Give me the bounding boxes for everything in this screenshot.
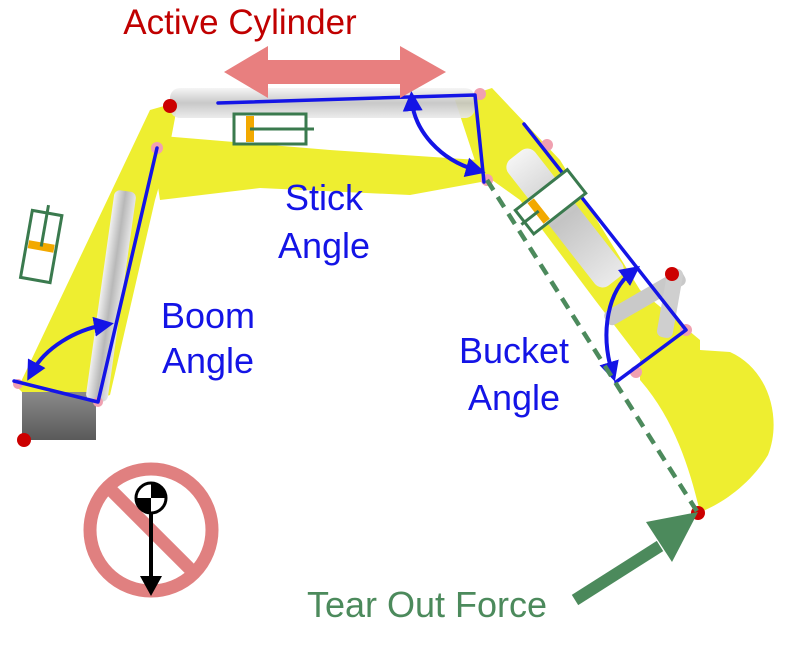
- boom-angle-label-line1: Boom: [161, 295, 255, 336]
- hydraulic-cylinder-icon: [18, 204, 64, 285]
- pivot-pin-icon: [17, 433, 31, 447]
- force-arrow-icon: [571, 512, 698, 606]
- active-cylinder-label: Active Cylinder: [123, 3, 357, 42]
- boom-angle-label-line2: Angle: [162, 340, 254, 381]
- stick-plate: [150, 135, 492, 200]
- center-of-gravity-icon: [134, 481, 168, 596]
- pivot-pin-icon: [665, 267, 679, 281]
- hydraulic-cylinder-icon: [513, 167, 588, 237]
- stick-angle-arc: [402, 91, 486, 177]
- stick-angle-label-line2: Angle: [278, 225, 370, 266]
- boom-angle-line: [12, 146, 159, 404]
- stick-angle-label-line1: Stick: [285, 177, 364, 218]
- bucket-body: [640, 350, 774, 512]
- bucket-angle-label-line1: Bucket: [459, 330, 569, 371]
- boom-angle-arc: [27, 316, 114, 381]
- bucket-angle-label-line2: Angle: [468, 377, 560, 418]
- angle-arc-arrows: [27, 91, 640, 382]
- stick-cylinder: [170, 88, 475, 118]
- tear-out-dashed-line: [485, 178, 700, 515]
- no-sign-icon: [83, 462, 219, 598]
- tear-out-force-label: Tear Out Force: [307, 584, 547, 625]
- hydraulic-cylinder-icon: [232, 112, 314, 146]
- bucket-cylinder: [506, 148, 624, 288]
- double-arrow-icon: [224, 46, 446, 98]
- bucket-angle-arc: [599, 265, 640, 382]
- pivot-pin-icon: [163, 99, 177, 113]
- bucket-link-2: [656, 268, 684, 338]
